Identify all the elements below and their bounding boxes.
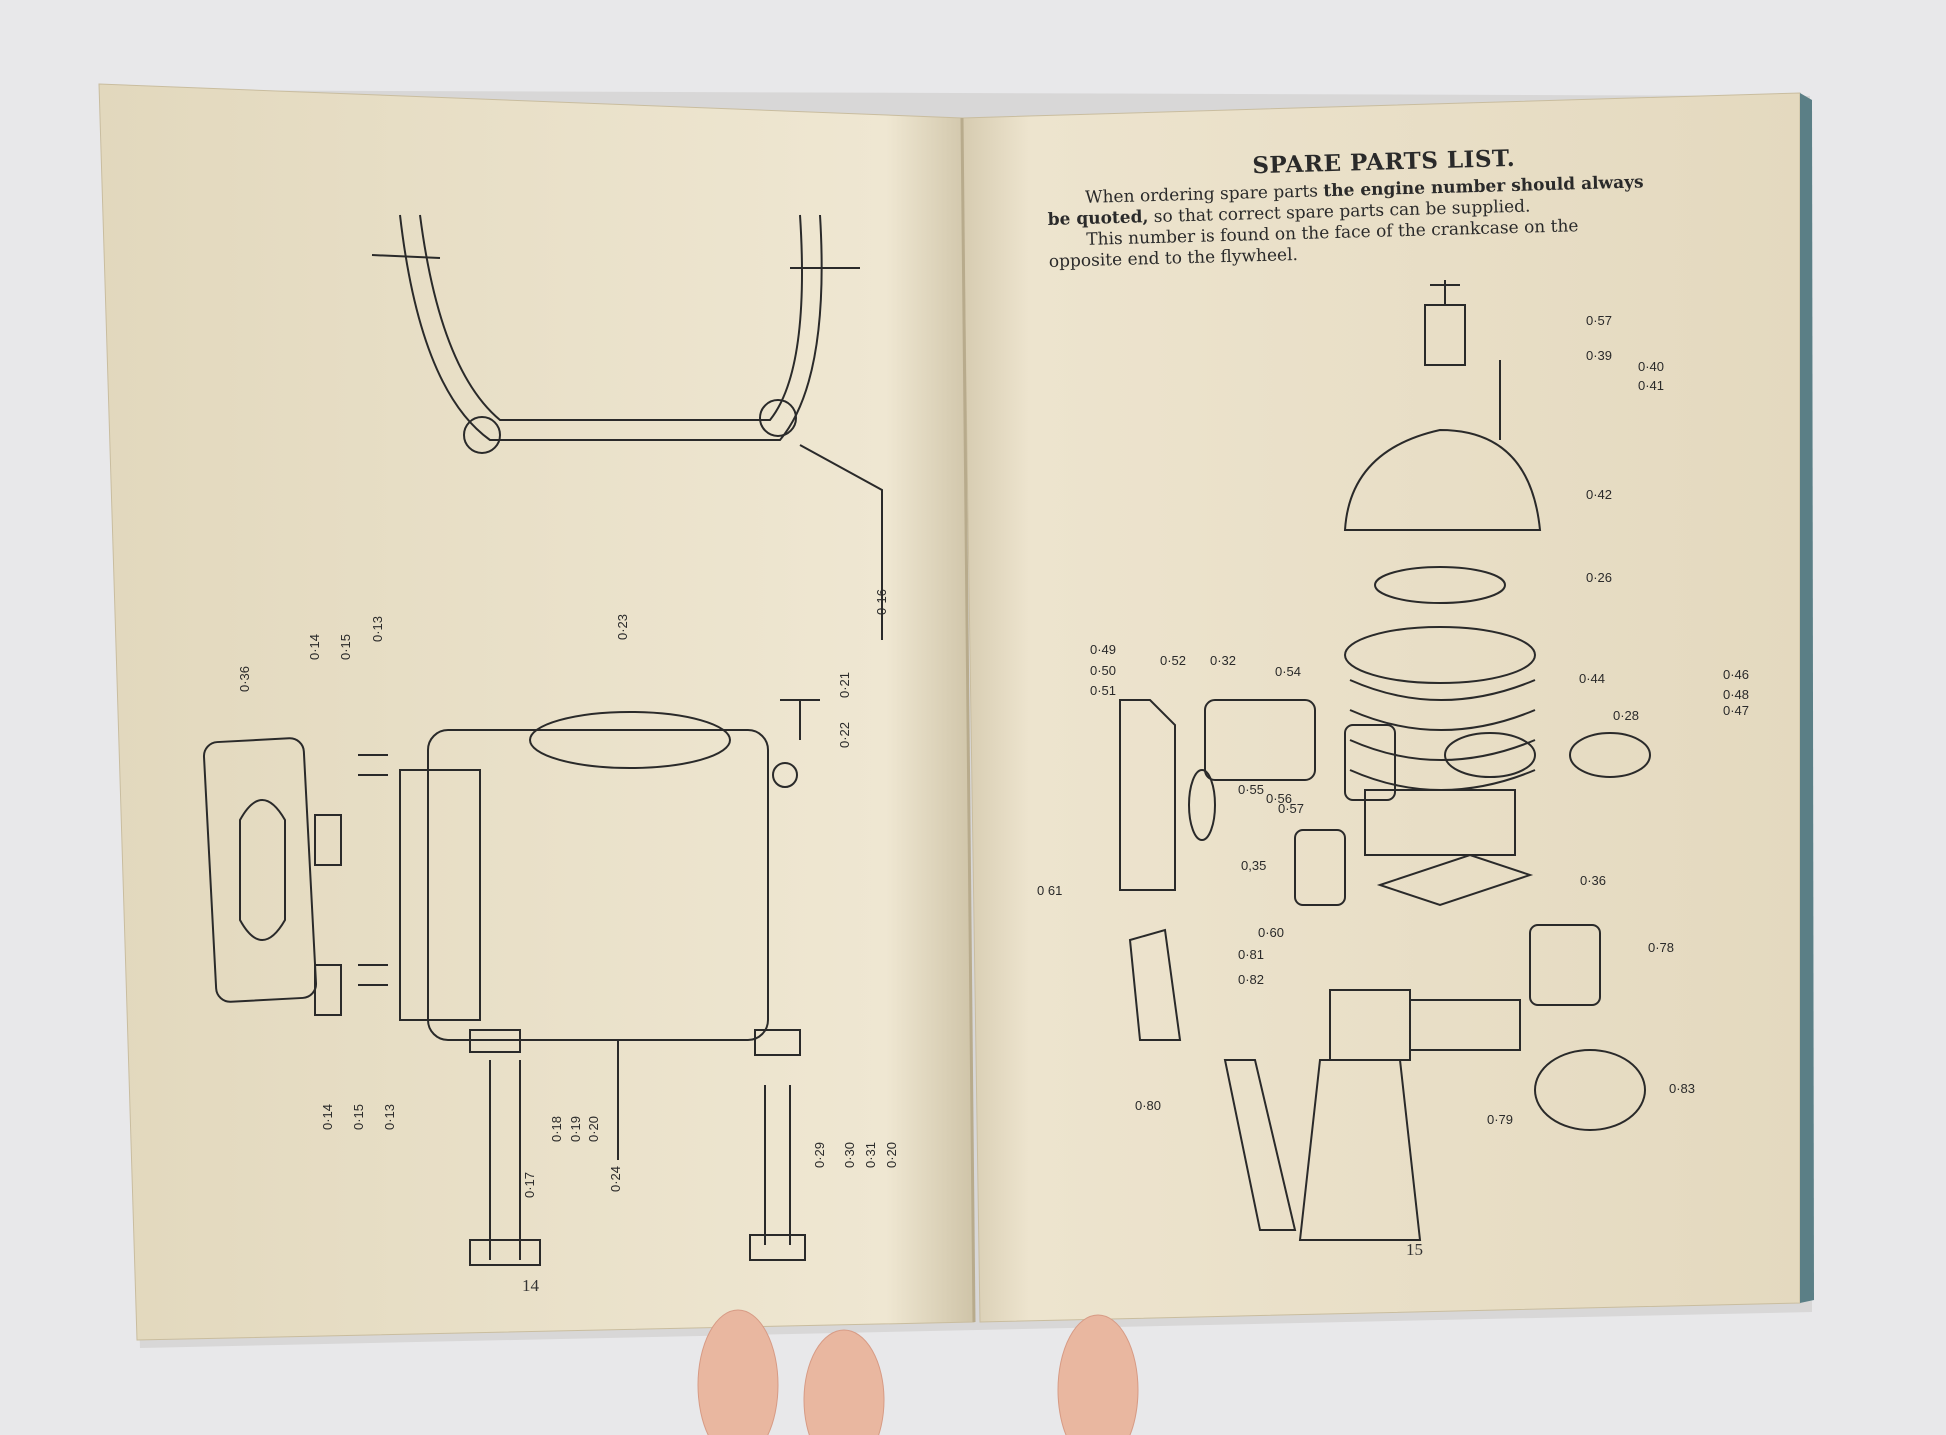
part-label: 0·20 (884, 1141, 899, 1168)
part-label: 0·50 (1090, 663, 1117, 678)
page-number: 15 (1406, 1240, 1423, 1259)
cover-edge (1800, 93, 1814, 1303)
part-label: 0·56 (1266, 791, 1293, 806)
part-label: 0·55 (1238, 782, 1265, 797)
part-label: 0·81 (1238, 947, 1265, 962)
part-label: 0·19 (568, 1115, 583, 1142)
spine (960, 117, 976, 1323)
left-drawing (202, 214, 883, 1266)
part-label: 0·46 (1723, 667, 1750, 682)
part-label: 0·52 (1160, 653, 1187, 668)
part-label: 0·51 (1090, 683, 1117, 698)
part-label: 0·13 (382, 1103, 397, 1130)
part-label: 0·49 (1090, 642, 1117, 657)
fingers (697, 1309, 1139, 1435)
part-label: 0·29 (812, 1141, 827, 1168)
part-label: 0·82 (1238, 972, 1265, 987)
part-label: 0·60 (1258, 925, 1285, 940)
part-label: 0·18 (549, 1115, 564, 1142)
part-label: 0·14 (320, 1103, 335, 1130)
part-label: 0 61 (1037, 883, 1063, 898)
part-label: 0·23 (615, 613, 630, 640)
part-label: 0·83 (1669, 1081, 1696, 1096)
part-label: 0·24 (608, 1165, 623, 1192)
part-label: 0·14 (307, 633, 322, 660)
part-label: 0·15 (351, 1103, 366, 1130)
right-page (961, 92, 1801, 1323)
part-label: 0·20 (586, 1115, 601, 1142)
part-label: 0·57 (1278, 801, 1305, 816)
part-label: 0·13 (370, 615, 385, 642)
part-label: 0·78 (1648, 940, 1675, 955)
part-label: 0·15 (338, 633, 353, 660)
part-label: 0·80 (1135, 1098, 1162, 1113)
part-label: 0·36 (237, 665, 252, 692)
part-label: 0·48 (1723, 687, 1750, 702)
spare-parts-intro: SPARE PARTS LIST. When ordering spare pa… (1046, 139, 1724, 273)
part-label: 0·40 (1638, 359, 1665, 374)
part-label: 0·30 (842, 1141, 857, 1168)
part-label: 0·32 (1210, 653, 1237, 668)
part-label: 0·39 (1586, 348, 1613, 363)
part-label: 0,35 (1241, 858, 1267, 873)
part-label: 0·16 (874, 588, 889, 615)
part-label: 0·54 (1275, 664, 1302, 679)
part-label: 0·22 (837, 721, 852, 748)
part-label: 0·26 (1586, 570, 1613, 585)
part-label: 0·79 (1487, 1112, 1514, 1127)
page-number: 14 (522, 1276, 539, 1295)
part-label: 0·42 (1586, 487, 1613, 502)
part-label: 0·31 (863, 1141, 878, 1168)
part-label: 0·17 (522, 1171, 537, 1198)
part-label: 0·28 (1613, 708, 1640, 723)
part-label: 0·57 (1586, 313, 1613, 328)
part-label: 0·36 (1580, 873, 1607, 888)
part-label: 0·44 (1579, 671, 1606, 686)
right-drawing (1119, 280, 1651, 1241)
part-label: 0·47 (1723, 703, 1750, 718)
text-bold: be quoted, (1047, 207, 1149, 230)
part-label: 0·21 (837, 671, 852, 698)
part-label: 0·41 (1638, 378, 1665, 393)
